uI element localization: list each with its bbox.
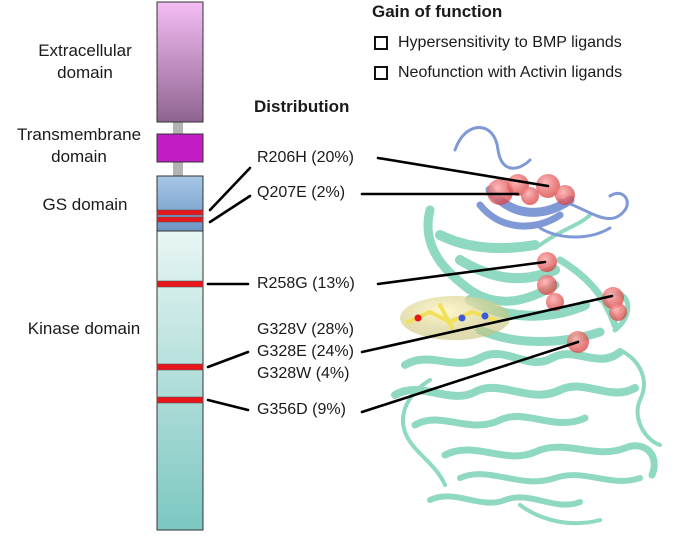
legend-item-bmp: Hypersensitivity to BMP ligands [374,34,622,52]
linker-tm-gs [173,162,183,176]
leader-structure-r258g [376,260,547,286]
transmembrane-domain-label: Transmembrane domain [16,125,142,166]
mutation-band-r258g [156,280,204,288]
mutation-band-g328 [156,363,204,371]
extracellular-domain-label: Extracellular domain [38,41,132,82]
linker-extra-tm [173,122,183,134]
legend-item-label: Neofunction with Activin ligands [398,64,623,81]
legend-item-activin: Neofunction with Activin ligands [374,64,622,82]
mutation-label-g328: G328V (28%) G328E (24%) G328W (4%) [257,321,354,382]
leader-bar-g356d [206,398,250,412]
checkbox-icon [374,66,388,80]
gs-domain-label: GS domain [42,195,128,214]
transmembrane-domain-block [156,133,204,163]
leader-bar-g328 [206,350,250,369]
mutation-band-g356d [156,396,204,404]
extracellular-domain-block [156,1,204,123]
ligand-molecule [400,296,510,340]
structure-leader-lines [360,156,614,414]
gs-domain-block [156,175,204,232]
mutation-label-q207e: Q207E (2%) [257,184,346,201]
leader-bar-q207e [208,194,252,224]
leader-bar-r206h [208,166,252,212]
leader-structure-g328 [360,294,614,354]
kinase-domain-block [156,230,204,531]
leader-structure-r206h [376,156,550,188]
mutation-label-r206h: R206H (20%) [257,149,354,166]
checkbox-icon [374,36,388,50]
mutation-label-g356d: G356D (9%) [257,401,346,418]
mutation-residue-spheres [487,174,627,353]
leader-structure-g356d [360,340,580,414]
mutation-label-r258g: R258G (13%) [257,275,355,292]
protein-ribbon [391,205,662,526]
mutation-band-q207e [156,216,204,223]
legend-item-label: Hypersensitivity to BMP ligands [398,34,622,51]
mutation-band-r206h [156,209,204,216]
distribution-title: Distribution [254,97,350,116]
protein-structure [391,126,662,526]
legend-title: Gain of function [372,2,503,21]
bar-leader-lines [206,166,252,412]
kinase-domain-label: Kinase domain [27,319,141,338]
